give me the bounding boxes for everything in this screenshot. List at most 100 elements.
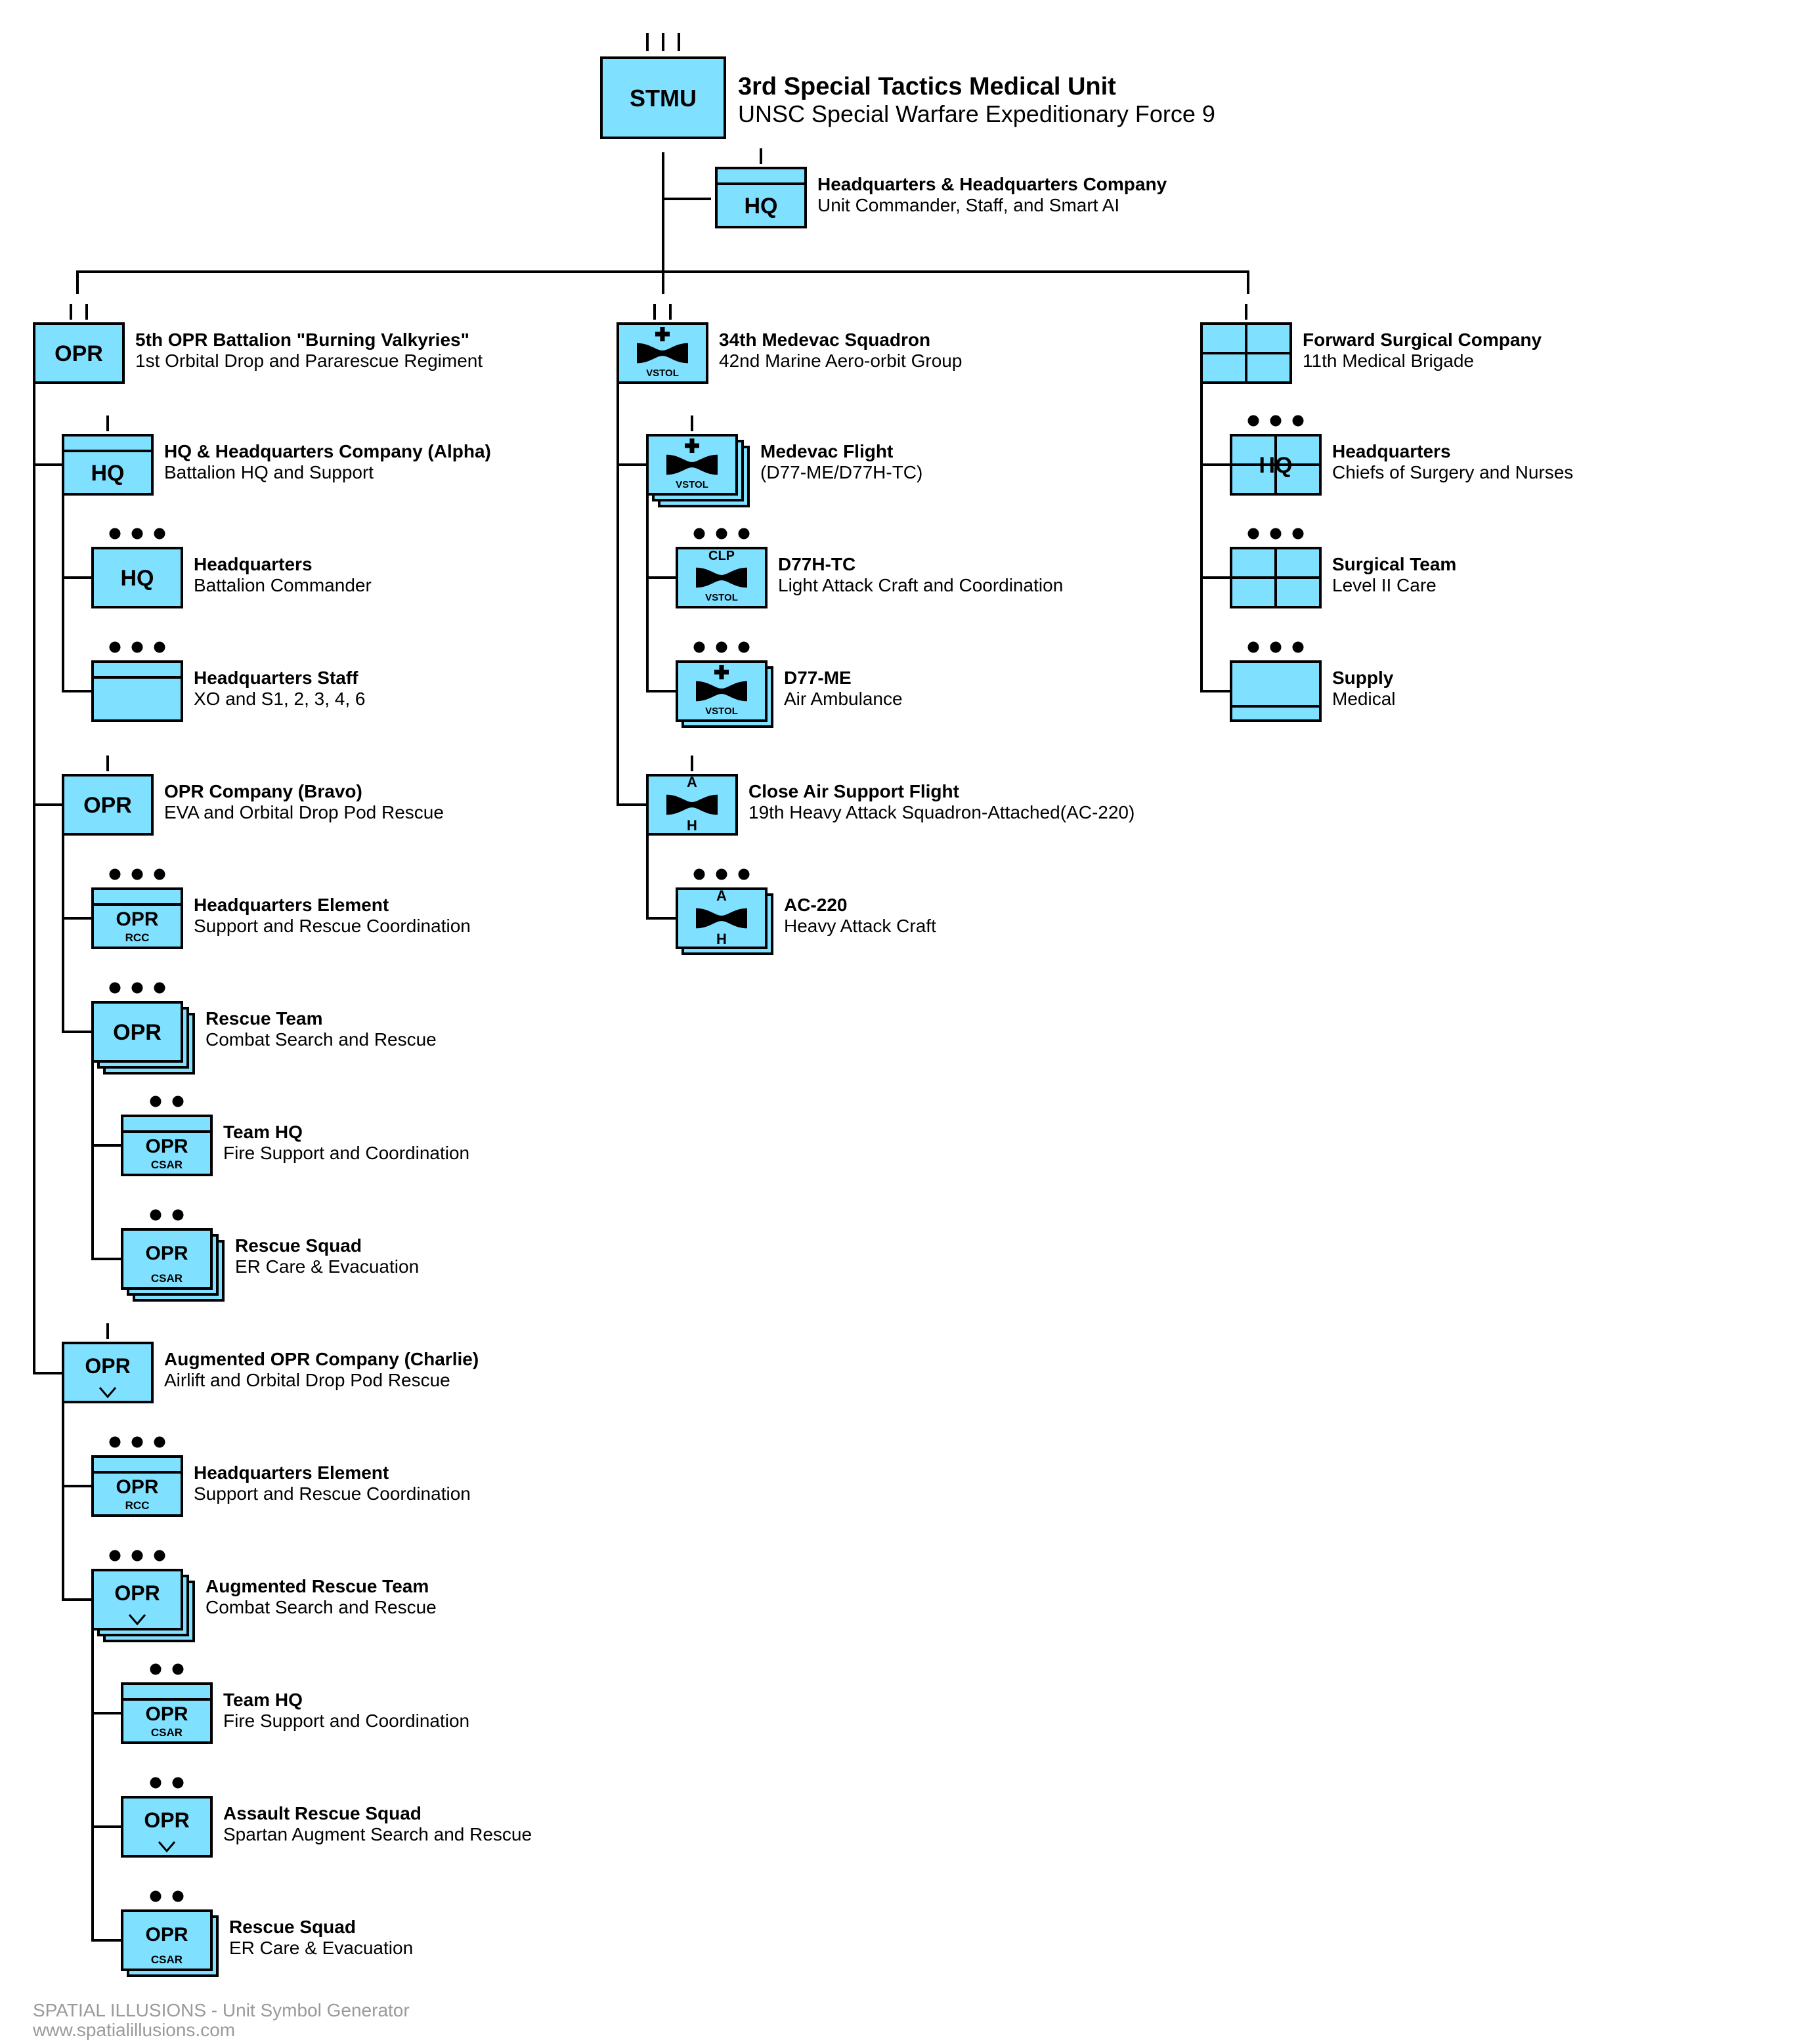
echelon-dot [693,868,705,880]
unit-subtitle: ER Care & Evacuation [229,1938,413,1958]
unit-frame [91,1455,183,1517]
unit-modifier-label: H [687,817,697,834]
echelon-dot [150,1890,162,1902]
unit-title: Headquarters Element [194,895,389,915]
unit-subtitle: Chiefs of Surgery and Nurses [1332,462,1573,482]
footer-url: www.spatialillusions.com [32,2020,235,2040]
echelon-marker [1247,528,1304,540]
unit-title: Rescue Squad [235,1235,362,1256]
echelon-dot [1292,415,1304,427]
unit-title: Surgical Team [1332,554,1456,574]
echelon-dot [172,1209,184,1221]
unit-subtitle: Combat Search and Rescue [206,1597,437,1617]
medical-cross-icon [689,438,695,453]
echelon-dot [109,982,121,994]
unit-subtitle: Support and Rescue Coordination [194,916,471,936]
airframe-bowtie-icon [666,454,718,475]
unit-title: Augmented Rescue Team [206,1576,429,1596]
unit-title: Augmented OPR Company (Charlie) [164,1349,479,1369]
echelon-marker [150,1777,184,1789]
unit-symbol-label: A [716,887,727,904]
footer-credit: SPATIAL ILLUSIONS - Unit Symbol Generato… [33,2000,410,2020]
echelon-dot [716,868,727,880]
echelon-marker [109,641,165,653]
medical-cross-icon [719,665,724,679]
echelon-dot [109,1550,121,1562]
echelon-dot [131,528,143,540]
unit-subtitle: Battalion HQ and Support [164,462,374,482]
echelon-dot [1270,528,1282,540]
echelon-marker [109,1550,165,1562]
unit-frame [62,774,154,836]
unit-symbol-label: CLP [708,549,735,563]
unit-subtitle: Unit Commander, Staff, and Smart AI [817,195,1119,215]
unit-title: Medevac Flight [760,441,893,461]
unit-title: D77-ME [784,668,852,688]
echelon-dot [172,1663,184,1675]
unit-modifier-label: RCC [125,1499,150,1512]
airframe-bowtie-icon [666,794,718,815]
unit-modifier-label: CSAR [151,1272,183,1285]
unit-subtitle: Light Attack Craft and Coordination [778,575,1063,595]
unit-subtitle: Medical [1332,689,1395,709]
root-title: 3rd Special Tactics Medical Unit [738,73,1116,100]
echelon-marker [693,868,750,880]
unit-subtitle: Air Ambulance [784,689,903,709]
unit-symbol-label: OPR [145,1703,188,1725]
echelon-dot [109,528,121,540]
echelon-dot [150,1777,162,1789]
echelon-dot [154,641,165,653]
root-subtitle: UNSC Special Warfare Expeditionary Force… [738,100,1215,127]
unit-symbol-label: HQ [121,566,154,591]
unit-symbol-label: OPR [116,1476,158,1498]
echelon-marker [1247,641,1304,653]
echelon-dot [1247,528,1259,540]
unit-title: 34th Medevac Squadron [719,330,930,350]
echelon-dot [693,528,705,540]
unit-title: Headquarters Element [194,1462,389,1483]
unit-title: Rescue Team [206,1008,322,1029]
unit-subtitle: XO and S1, 2, 3, 4, 6 [194,689,366,709]
echelon-dot [738,868,750,880]
echelon-dot [150,1209,162,1221]
unit-symbol-label: OPR [145,1924,188,1946]
echelon-marker [109,868,165,880]
unit-subtitle: Battalion Commander [194,575,372,595]
unit-subtitle: Combat Search and Rescue [206,1029,437,1050]
connector-lines [33,152,1249,1942]
echelon-dot [716,641,727,653]
echelon-marker [109,1436,165,1448]
unit-title: Headquarters & Headquarters Company [817,174,1167,194]
echelon-marker [70,304,88,320]
echelon-dot [109,1436,121,1448]
unit-subtitle: Fire Support and Coordination [223,1143,469,1163]
unit-symbol-label: HQ [91,461,125,486]
unit-title: OPR Company (Bravo) [164,781,362,801]
unit-frame [121,1796,213,1858]
unit-frame [33,322,125,384]
unit-title: HQ & Headquarters Company (Alpha) [164,441,491,461]
unit-subtitle: Level II Care [1332,575,1437,595]
unit-frame [121,1909,213,1971]
unit-modifier-label: CSAR [151,1726,183,1739]
unit-title: Supply [1332,668,1394,688]
echelon-marker [109,528,165,540]
echelon-dot [1292,641,1304,653]
unit-title: Assault Rescue Squad [223,1803,422,1823]
unit-frame [121,1682,213,1744]
unit-title: Headquarters [1332,441,1451,461]
echelon-marker [693,528,750,540]
